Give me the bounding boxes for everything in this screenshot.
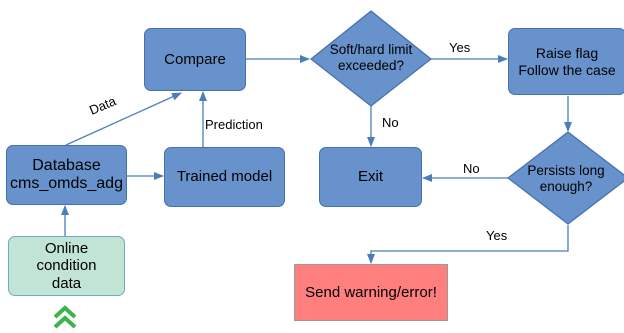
exit-box: Exit [319,147,422,207]
compare-box: Compare [144,28,246,91]
compare-label: Compare [164,50,226,68]
double-chevron-up-icon [53,305,77,329]
exit-label: Exit [357,168,383,186]
edge-label-no-limit: No [382,115,399,130]
edge-label-no-persists: No [463,161,480,176]
limit-decision-shape [310,10,432,107]
persists-decision-shape [507,131,624,225]
edge-label-prediction: Prediction [205,117,263,132]
database-box: Database cms_omds_adg [6,145,127,205]
trained-model-box: Trained model [164,147,285,207]
persists-decision-label: Persists long enough? [527,163,605,195]
raise-flag-box: Raise flag Follow the case [508,28,624,95]
raise-flag-label: Raise flag Follow the case [518,45,616,78]
trained-model-label: Trained model [176,168,273,186]
online-condition-data-label: Online condition data [36,240,97,292]
online-condition-data-box: Online condition data [8,236,125,296]
send-warning-box: Send warning/error! [294,264,448,321]
send-warning-label: Send warning/error! [305,283,437,301]
limit-decision-label: Soft/hard limit exceeded? [329,42,413,74]
database-label: Database cms_omds_adg [10,156,123,192]
arrow-database-to-compare [65,92,182,146]
arrow-persists-yes-to-warning [367,225,569,264]
edge-label-yes-limit: Yes [449,40,471,55]
edge-label-yes-persists: Yes [486,228,508,243]
